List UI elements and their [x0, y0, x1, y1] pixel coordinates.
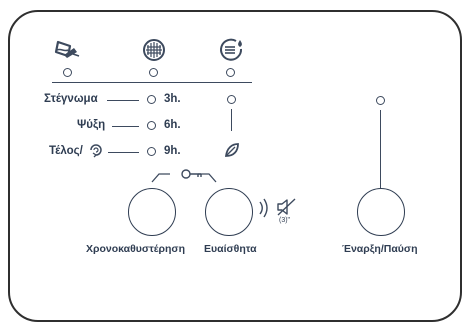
- delay-button[interactable]: [128, 188, 176, 236]
- row-label-dry: Στέγνωμα: [44, 93, 98, 105]
- leaf-icon: [224, 143, 239, 157]
- row-led-dry: [147, 95, 156, 104]
- dry-cloth-icon: [54, 40, 80, 58]
- start-led: [376, 96, 385, 105]
- row-label-end: Τέλος/: [49, 145, 83, 157]
- start-connector-line: [380, 110, 382, 188]
- sound-wave-icon: [259, 198, 268, 218]
- right-column-led: [227, 95, 236, 104]
- mute-hint: (3)": [279, 217, 291, 224]
- row-connector: [108, 152, 139, 154]
- row-label-cool: Ψύξη: [77, 119, 106, 131]
- row-led-end: [147, 147, 156, 156]
- row-connector: [107, 100, 139, 102]
- control-panel: [8, 10, 462, 322]
- time-label-6h: 6h.: [164, 119, 181, 131]
- grid-pattern-icon: [143, 39, 165, 61]
- divider-line: [52, 82, 252, 84]
- time-label-3h: 3h.: [164, 93, 181, 105]
- start-pause-label: Έναρξη/Παύση: [342, 243, 418, 255]
- start-pause-button[interactable]: [357, 188, 405, 236]
- right-column-line: [231, 109, 233, 131]
- water-level-icon: [220, 38, 243, 61]
- key-icon: [181, 169, 202, 179]
- program-led-3: [226, 68, 235, 77]
- row-led-cool: [147, 121, 156, 130]
- program-led-1: [63, 68, 72, 77]
- delay-label: Χρονοκαθυστέρηση: [86, 243, 186, 255]
- row-connector: [112, 126, 139, 128]
- time-label-9h: 9h.: [164, 145, 181, 157]
- program-led-2: [149, 68, 158, 77]
- sensitivity-button[interactable]: [205, 188, 253, 236]
- sensitivity-label: Ευαίσθητα: [204, 243, 257, 255]
- swirl-icon: [90, 144, 102, 158]
- speaker-mute-icon: [277, 198, 296, 216]
